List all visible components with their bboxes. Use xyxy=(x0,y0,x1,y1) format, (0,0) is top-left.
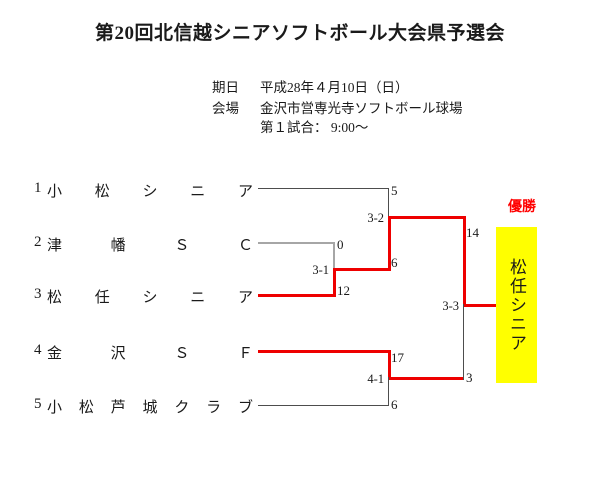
event-venue-value: 金沢市営専光寺ソフトボール球場 xyxy=(260,101,463,116)
champion-name: 松任シニア xyxy=(507,257,526,353)
team-row: 1 小松シニア xyxy=(34,180,258,200)
team-seed: 3 xyxy=(34,286,42,302)
event-date-row: 期日 平成28年４月10日（日） xyxy=(212,76,409,96)
team-name: 津幡ＳＣ xyxy=(47,238,253,254)
team-seed: 4 xyxy=(34,342,42,358)
event-date-label: 期日 xyxy=(212,80,239,95)
team-name: 松任シニア xyxy=(47,290,253,306)
team-seed: 2 xyxy=(34,234,42,250)
bracket-line-seed2 xyxy=(258,242,335,244)
point-score-upper-final: 14 xyxy=(466,225,479,240)
page-title: 第20回北信越シニアソフトボール大会県予選会 xyxy=(94,23,505,44)
team-name: 金沢ＳＦ xyxy=(47,346,253,362)
bracket-line-final-winner xyxy=(464,304,498,307)
point-score-seed2-round1: 0 xyxy=(337,237,344,252)
event-first-game-row: 第１試合： 9:00〜 xyxy=(212,116,368,136)
point-score-seed1-round2: 5 xyxy=(391,183,398,198)
match-score-round2: 3-2 xyxy=(367,211,384,225)
bracket-connector-round2-lower xyxy=(388,216,391,271)
bracket-line-seed4 xyxy=(258,350,389,353)
team-row: 2 津幡ＳＣ xyxy=(34,234,258,254)
champion-box: 松任シニア xyxy=(496,227,537,383)
team-name: 小松シニア xyxy=(47,184,253,200)
bracket-line-round1-winner xyxy=(334,268,389,271)
bracket-connector-final-lower xyxy=(463,304,464,380)
point-score-seed3-round2: 6 xyxy=(391,255,398,270)
event-venue-label: 会場 xyxy=(212,101,239,116)
team-row: 5 小松芦城クラブ xyxy=(34,396,258,416)
bracket-connector-round2-upper xyxy=(388,188,389,218)
point-score-seed5-round3: 6 xyxy=(391,397,398,412)
point-score-seed3-round1: 12 xyxy=(337,283,350,298)
bracket-line-seed1 xyxy=(258,188,389,189)
team-row: 3 松任シニア xyxy=(34,286,258,306)
champion-label: 優勝 xyxy=(508,200,536,215)
bracket-connector-round1-lower xyxy=(333,268,336,297)
match-score-round3: 4-1 xyxy=(367,372,384,386)
event-venue-row: 会場 金沢市営専光寺ソフトボール球場 xyxy=(212,97,463,117)
match-score-round1: 3-1 xyxy=(312,263,329,277)
bracket-line-seed5 xyxy=(258,405,389,406)
event-date-value: 平成28年４月10日（日） xyxy=(260,80,409,95)
bracket-connector-round3-lower xyxy=(388,377,389,406)
team-seed: 5 xyxy=(34,396,42,412)
bracket-line-round2-winner xyxy=(389,216,464,219)
bracket-connector-round3-upper xyxy=(388,350,391,379)
point-score-seed4-round3: 17 xyxy=(391,350,404,365)
team-name: 小松芦城クラブ xyxy=(47,400,253,416)
team-seed: 1 xyxy=(34,180,42,196)
event-first-game-value: 第１試合： 9:00〜 xyxy=(260,120,369,135)
point-score-lower-final: 3 xyxy=(466,370,473,385)
bracket-line-seed3 xyxy=(258,294,336,297)
bracket-connector-final-upper xyxy=(463,216,466,306)
match-score-final: 3-3 xyxy=(442,299,459,313)
bracket-connector-round1-upper xyxy=(333,242,335,270)
team-row: 4 金沢ＳＦ xyxy=(34,342,258,362)
bracket-line-round3-winner xyxy=(389,377,464,380)
